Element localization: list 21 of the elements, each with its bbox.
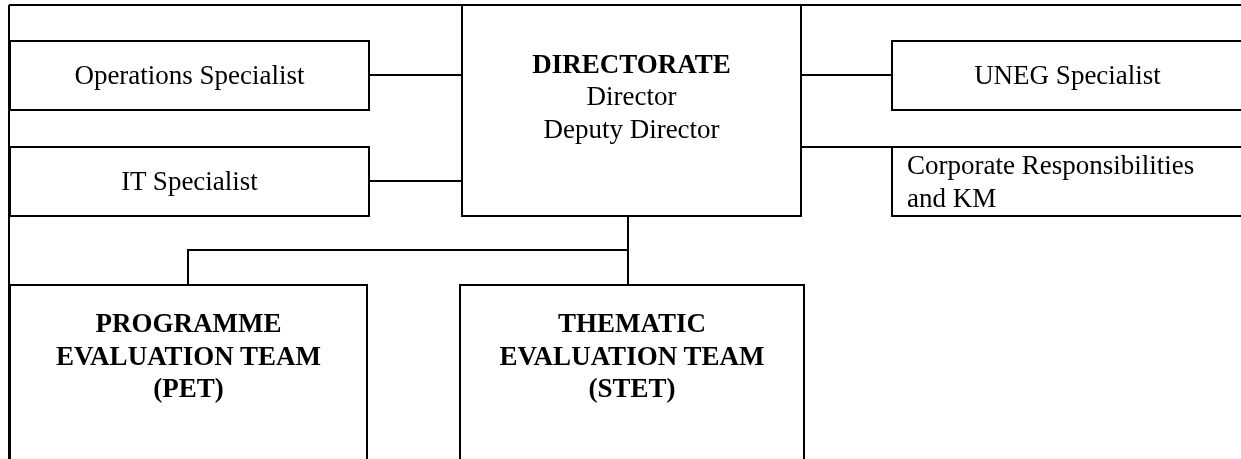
box-heading: PROGRAMME EVALUATION TEAM (PET) xyxy=(55,307,322,405)
box-heading: THEMATIC EVALUATION TEAM (STET) xyxy=(498,307,766,405)
connector-line xyxy=(369,180,462,182)
org-box xyxy=(9,40,370,111)
box-label: Corporate Responsibilities and KM xyxy=(907,149,1196,214)
org-box xyxy=(9,284,368,459)
connector-line xyxy=(801,74,892,76)
box-label: Deputy Director xyxy=(543,112,720,146)
box-label: Director xyxy=(586,80,677,113)
org-box xyxy=(891,40,1241,111)
box-label: Operations Specialist xyxy=(74,59,305,92)
org-box xyxy=(459,284,805,459)
box-label: IT Specialist xyxy=(121,165,258,198)
connector-line xyxy=(369,74,462,76)
connector-line xyxy=(801,146,892,148)
box-heading: DIRECTORATE xyxy=(532,47,731,81)
org-box xyxy=(461,4,802,217)
org-box xyxy=(9,146,370,217)
connector-line xyxy=(627,216,629,285)
box-label: UNEG Specialist xyxy=(974,59,1161,92)
org-box xyxy=(891,146,1241,217)
